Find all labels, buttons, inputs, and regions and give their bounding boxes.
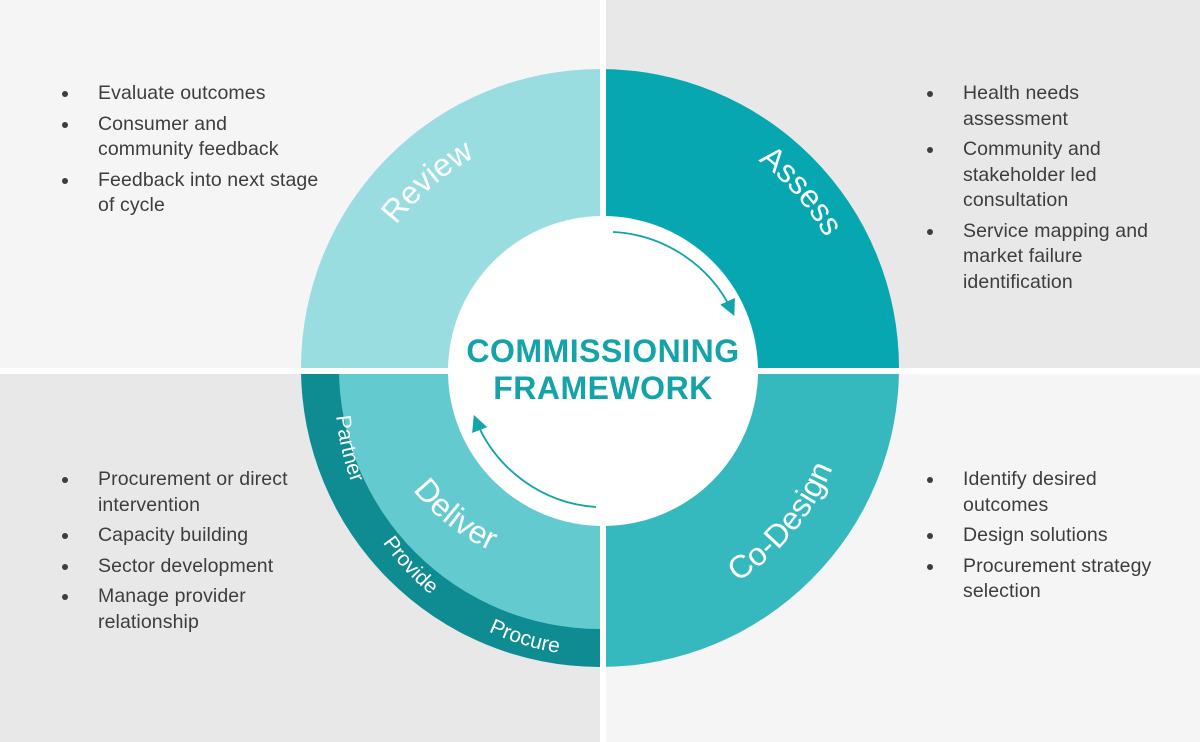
review-bullet-list: Evaluate outcomes Consumer and community… [60, 81, 320, 224]
list-item: Evaluate outcomes [60, 81, 320, 107]
center-title-line1: COMMISSIONING [466, 333, 739, 369]
list-item: Procurement strategy selection [925, 554, 1165, 605]
list-item: Procurement or direct intervention [60, 467, 320, 518]
assess-bullet-list: Health needs assessment Community and st… [925, 81, 1165, 300]
cycle-arrow-top-icon [612, 231, 735, 316]
list-item: Design solutions [925, 523, 1165, 549]
center-title-line2: FRAMEWORK [493, 370, 713, 406]
list-item: Feedback into next stage of cycle [60, 168, 320, 219]
list-item: Sector development [60, 554, 320, 580]
deliver-bullet-list: Procurement or direct intervention Capac… [60, 467, 320, 640]
list-item: Community and stakeholder led consultati… [925, 137, 1165, 214]
list-item: Identify desired outcomes [925, 467, 1165, 518]
center-circle [448, 216, 758, 526]
codesign-bullet-list: Identify desired outcomes Design solutio… [925, 467, 1165, 610]
cycle-arrow-bottom-icon [472, 414, 597, 508]
list-item: Consumer and community feedback [60, 112, 320, 163]
list-item: Capacity building [60, 523, 320, 549]
list-item: Manage provider relationship [60, 584, 320, 635]
list-item: Service mapping and market failure ident… [925, 219, 1165, 296]
list-item: Health needs assessment [925, 81, 1165, 132]
